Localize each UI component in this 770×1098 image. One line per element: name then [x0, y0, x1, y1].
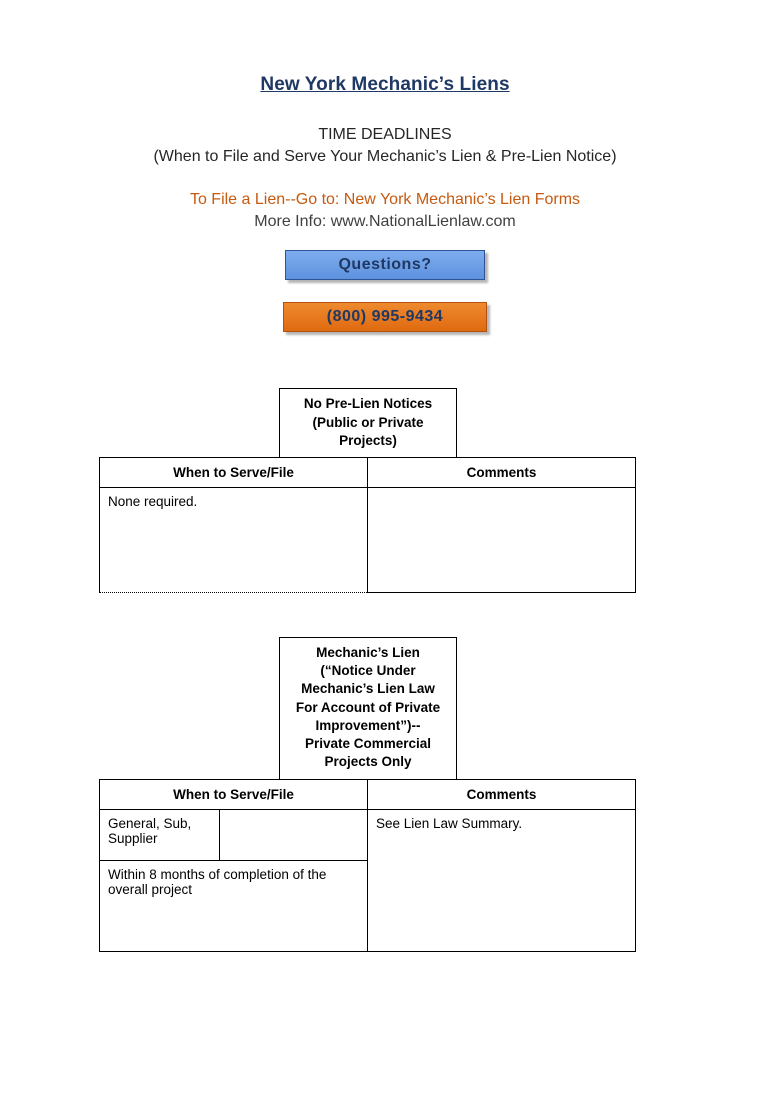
section-1-title-line-2: (Public or Private — [312, 414, 424, 430]
phone-number-button[interactable]: (800) 995-9434 — [283, 302, 487, 333]
more-info-line[interactable]: More Info: www.NationalLienlaw.com — [254, 212, 516, 230]
section-1-cell-comments — [367, 487, 636, 594]
table-row: Within 8 months of completion of the ove… — [99, 859, 636, 952]
section-2-header-comments: Comments — [367, 778, 636, 810]
section-mechanics-lien: Mechanic’s Lien (“Notice Under Mechanic’… — [0, 637, 770, 952]
section-1-cell-when: None required. — [99, 487, 368, 594]
phone-button-row: (800) 995-9434 — [0, 302, 770, 333]
cta-lien-forms-link[interactable]: To File a Lien--Go to: New York Mechanic… — [189, 191, 581, 209]
section-2-title-box: Mechanic’s Lien (“Notice Under Mechanic’… — [279, 637, 457, 780]
section-2-title-line-5: Improvement”)-- — [315, 717, 421, 733]
cta-block: To File a Lien--Go to: New York Mechanic… — [0, 189, 770, 232]
questions-button-row: Questions? — [0, 250, 770, 281]
section-2-title-line-2: (“Notice Under — [320, 663, 416, 679]
section-no-pre-lien-notices: No Pre-Lien Notices (Public or Private P… — [0, 388, 770, 594]
page-title: New York Mechanic’s Liens — [260, 74, 510, 95]
subtitle-line-2: (When to File and Serve Your Mechanic’s … — [153, 147, 617, 165]
section-1-header-comments: Comments — [367, 457, 636, 489]
table-row: None required. — [99, 487, 636, 594]
section-1-title-line-3: Projects) — [339, 432, 397, 448]
table-header-row: When to Serve/File Comments — [99, 457, 636, 489]
section-2-cell-comments: See Lien Law Summary. — [367, 808, 636, 952]
document-page: New York Mechanic’s Liens TIME DEADLINES… — [0, 74, 770, 1098]
section-1-title-box: No Pre-Lien Notices (Public or Private P… — [279, 388, 457, 459]
subtitle-line-1: TIME DEADLINES — [318, 126, 452, 143]
section-1-title-line-1: No Pre-Lien Notices — [303, 396, 433, 412]
section-2-title-line-3: Mechanic’s Lien Law — [301, 681, 435, 697]
section-2-party-blank-cell — [219, 808, 368, 861]
section-1-table: When to Serve/File Comments None require… — [99, 457, 636, 594]
section-2-cell-when: Within 8 months of completion of the ove… — [99, 859, 368, 952]
section-2-party-label: General, Sub, Supplier — [99, 808, 220, 861]
section-2-title-line-1: Mechanic’s Lien — [316, 645, 420, 661]
questions-button[interactable]: Questions? — [285, 250, 485, 281]
section-2-title-line-6: Private Commercial — [304, 736, 432, 752]
section-2-header-when: When to Serve/File — [99, 778, 368, 810]
section-2-title-line-7: Projects Only — [324, 754, 412, 770]
subtitle-block: TIME DEADLINES (When to File and Serve Y… — [0, 124, 770, 167]
table-row: General, Sub, Supplier See Lien Law Summ… — [99, 808, 636, 952]
section-2-table: When to Serve/File Comments General, Sub… — [99, 778, 636, 952]
section-1-header-when: When to Serve/File — [99, 457, 368, 489]
section-2-title-line-4: For Account of Private — [295, 699, 441, 715]
table-header-row: When to Serve/File Comments — [99, 778, 636, 810]
